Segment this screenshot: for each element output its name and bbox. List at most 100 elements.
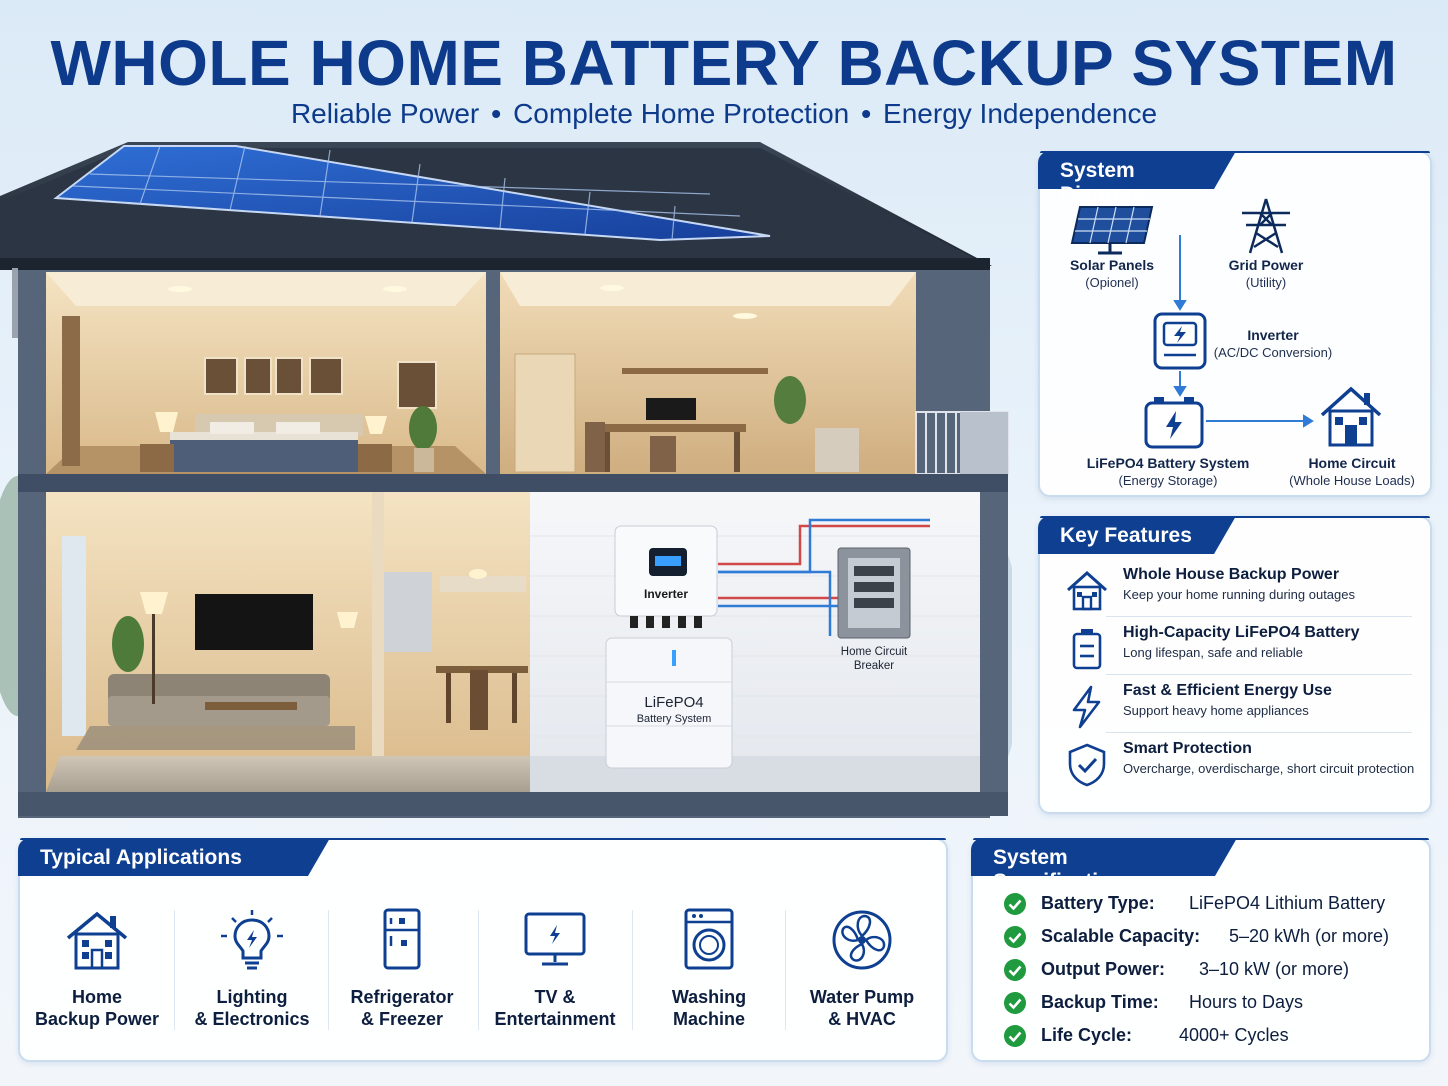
shield-icon	[1068, 743, 1106, 787]
house-icon	[66, 911, 128, 970]
breaker-label-2: Breaker	[854, 660, 894, 672]
check-icon	[1004, 893, 1026, 915]
check-icon	[1004, 992, 1026, 1014]
divider	[328, 910, 329, 1030]
battery-icon	[1072, 629, 1102, 670]
divider	[478, 910, 479, 1030]
power-tower-icon	[1242, 198, 1290, 254]
battery-subtitle: (Energy Storage)	[1118, 473, 1218, 488]
feature-title: Smart Protection	[1123, 740, 1252, 757]
application-label-line1: Lighting	[216, 987, 288, 1007]
spec-value: 5–20 kWh (or more)	[1229, 926, 1390, 946]
check-icon	[1004, 959, 1026, 981]
feature-description: Long lifespan, safe and reliable	[1123, 645, 1303, 660]
application-item: Refrigerator& Freezer	[327, 908, 477, 1030]
panel-title: Key Features	[1038, 516, 1236, 554]
feature-item: Whole House Backup Power Keep your home …	[1060, 566, 1430, 622]
separator: •	[861, 98, 872, 129]
spec-key: Battery Type:	[1041, 893, 1155, 913]
application-label-line2: Machine	[672, 1009, 746, 1029]
battery-icon	[1144, 397, 1204, 449]
check-icon	[1004, 1025, 1026, 1047]
panel-title: System Specifications	[971, 838, 1237, 893]
divider	[1106, 732, 1412, 733]
system-diagram-panel: System Diagram Solar Panels (Opionel)	[1038, 151, 1432, 497]
solar-title: Solar Panels	[1069, 257, 1155, 273]
grid-title: Grid Power	[1228, 257, 1304, 273]
feature-description: Support heavy home appliances	[1123, 703, 1309, 718]
house-cutaway-illustration: Inverter LiFePO4 Battery System Home Cir…	[0, 136, 1020, 818]
tagline-item: Energy Independence	[883, 98, 1158, 129]
application-label-line2: & Freezer	[360, 1009, 444, 1029]
divider	[785, 910, 786, 1030]
lightbulb-icon	[221, 910, 283, 970]
refrigerator-icon	[383, 908, 421, 970]
tagline: Reliable Power • Complete Home Protection •…	[0, 98, 1448, 130]
feature-description: Keep your home running during outages	[1123, 587, 1355, 602]
grid-label: Grid Power (Utility)	[1206, 257, 1326, 291]
breaker-label-1: Home Circuit	[841, 646, 908, 658]
panel-top-border	[20, 838, 946, 840]
inverter-label: Inverter	[644, 587, 688, 601]
solar-label: Solar Panels (Opionel)	[1050, 257, 1174, 291]
tv-icon	[524, 912, 586, 966]
feature-title: Fast & Efficient Energy Use	[1123, 682, 1332, 699]
home-subtitle: (Whole House Loads)	[1289, 473, 1415, 488]
divider	[1106, 616, 1412, 617]
application-item: TV &Entertainment	[480, 908, 630, 1030]
application-label-line2: & Electronics	[194, 1009, 310, 1029]
spec-key: Scalable Capacity:	[1041, 926, 1201, 946]
spec-key: Life Cycle:	[1041, 1025, 1133, 1045]
key-features-panel: Key Features Whole House Backup Power Ke…	[1038, 516, 1432, 814]
check-icon	[1004, 926, 1026, 948]
application-label-line1: Water Pump	[809, 987, 915, 1007]
inverter-subtitle: (AC/DC Conversion)	[1213, 345, 1333, 360]
spec-value: 4000+ Cycles	[1179, 1025, 1289, 1045]
tagline-item: Reliable Power	[290, 98, 480, 129]
application-label-line1: Home	[71, 987, 122, 1007]
divider	[174, 910, 175, 1030]
application-label-line2: & HVAC	[828, 1009, 896, 1029]
system-specifications-panel: System Specifications Battery Type: LiFe…	[971, 838, 1431, 1062]
battery-label-main: LiFePO4	[644, 694, 703, 711]
home-icon	[1320, 386, 1382, 447]
house-icon	[1066, 570, 1108, 611]
application-label-line2: Entertainment	[494, 1009, 616, 1029]
fan-icon	[832, 910, 892, 970]
lightning-icon	[1072, 685, 1101, 729]
feature-description: Overcharge, overdischarge, short circuit…	[1123, 761, 1415, 776]
solar-panel-icon	[1070, 206, 1154, 255]
divider	[1106, 674, 1412, 675]
application-label-line2: Backup Power	[34, 1009, 160, 1029]
spec-value: Hours to Days	[1189, 992, 1304, 1012]
page-title: WHOLE HOME BATTERY BACKUP SYSTEM	[50, 27, 1398, 99]
application-label-line1: TV &	[534, 987, 576, 1007]
home-diagram-label: Home Circuit (Whole House Loads)	[1280, 455, 1424, 489]
battery-diagram-label: LiFePO4 Battery System (Energy Storage)	[1060, 455, 1276, 489]
spec-key: Output Power:	[1041, 959, 1165, 979]
grid-subtitle: (Utility)	[1245, 275, 1287, 290]
tagline-item: Complete Home Protection	[513, 98, 850, 129]
battery-label-sub: Battery System	[637, 713, 712, 725]
application-item: Water Pump& HVAC	[787, 908, 937, 1030]
panel-title: System Diagram	[1038, 151, 1236, 206]
home-title: Home Circuit	[1308, 455, 1396, 471]
panel-title: Typical Applications	[18, 838, 330, 876]
house-illustration-svg: Inverter LiFePO4 Battery System Home Cir…	[0, 142, 1020, 818]
feature-item: Fast & Efficient Energy Use Support heav…	[1060, 682, 1430, 738]
battery-title: LiFePO4 Battery System	[1086, 455, 1250, 471]
separator: •	[491, 98, 502, 129]
feature-item: Smart Protection Overcharge, overdischar…	[1060, 740, 1430, 796]
feature-title: Whole House Backup Power	[1123, 566, 1340, 583]
spec-key: Backup Time:	[1041, 992, 1159, 1012]
spec-value: LiFePO4 Lithium Battery	[1189, 893, 1386, 913]
solar-subtitle: (Opionel)	[1085, 275, 1139, 290]
application-item: Lighting& Electronics	[177, 908, 327, 1030]
spec-value: 3–10 kW (or more)	[1199, 959, 1350, 979]
application-label-line1: Washing	[671, 987, 747, 1007]
feature-title: High-Capacity LiFePO4 Battery	[1123, 624, 1360, 641]
feature-item: High-Capacity LiFePO4 Battery Long lifes…	[1060, 624, 1430, 680]
inverter-title: Inverter	[1247, 327, 1299, 343]
